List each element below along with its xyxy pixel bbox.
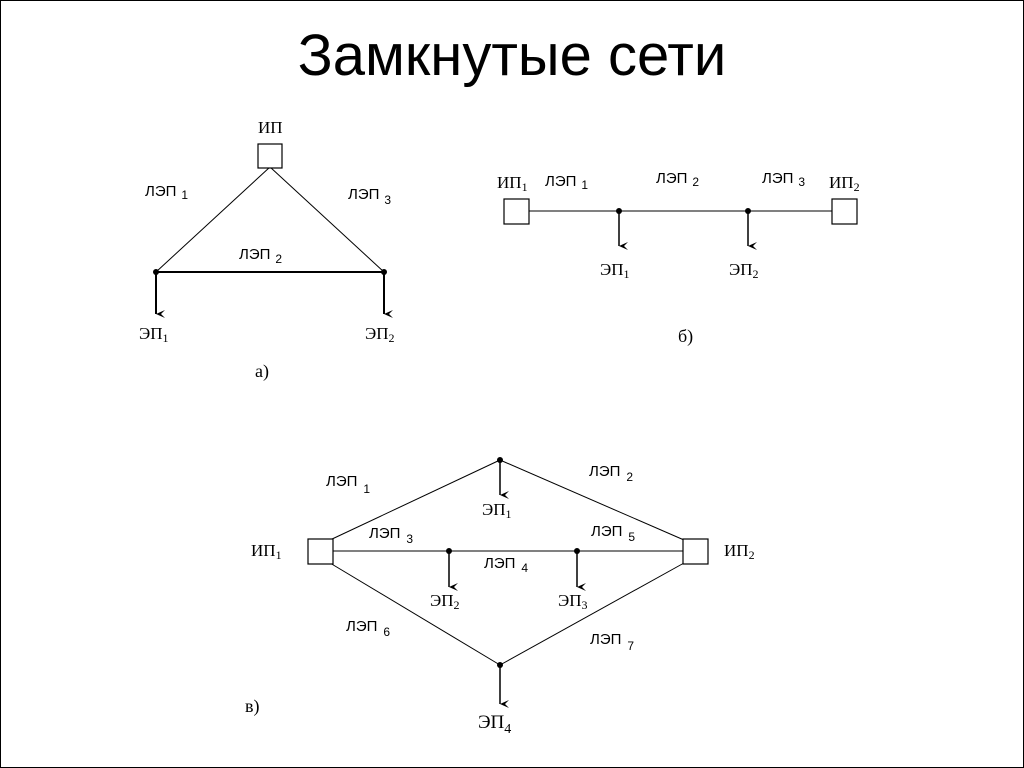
c-load-label-2: ЭП2 <box>430 591 460 612</box>
c-source-box-2 <box>682 538 709 565</box>
c-load-label-1: ЭП1 <box>482 500 512 521</box>
c-load-label-4: ЭП4 <box>478 712 511 737</box>
b-caption: б) <box>678 326 693 347</box>
a-load-label-2: ЭП2 <box>365 324 395 345</box>
c-line-6 <box>329 562 501 666</box>
b-load-label-2: ЭП2 <box>729 260 759 281</box>
a-line-3 <box>269 166 385 273</box>
c-caption: в) <box>245 696 260 717</box>
a-source-label: ИП <box>258 118 283 137</box>
c-source-box-1 <box>307 538 334 565</box>
c-source-label-1: ИП1 <box>251 541 282 562</box>
c-line-1 <box>329 459 501 541</box>
c-load-label-3: ЭП3 <box>558 591 588 612</box>
b-source-box-1 <box>503 198 530 225</box>
b-source-label-1: ИП1 <box>497 173 528 194</box>
slide-title: Замкнутые сети <box>297 23 727 88</box>
a-line-1 <box>155 166 271 273</box>
a-caption: а) <box>255 361 269 382</box>
c-line-7 <box>499 562 685 666</box>
a-source-box <box>257 143 283 169</box>
b-load-label-1: ЭП1 <box>600 260 630 281</box>
b-source-box-2 <box>831 198 858 225</box>
a-load-label-1: ЭП1 <box>139 324 169 345</box>
c-line-2 <box>499 459 685 541</box>
c-source-label-2: ИП2 <box>724 541 755 562</box>
b-source-label-2: ИП2 <box>829 173 860 194</box>
